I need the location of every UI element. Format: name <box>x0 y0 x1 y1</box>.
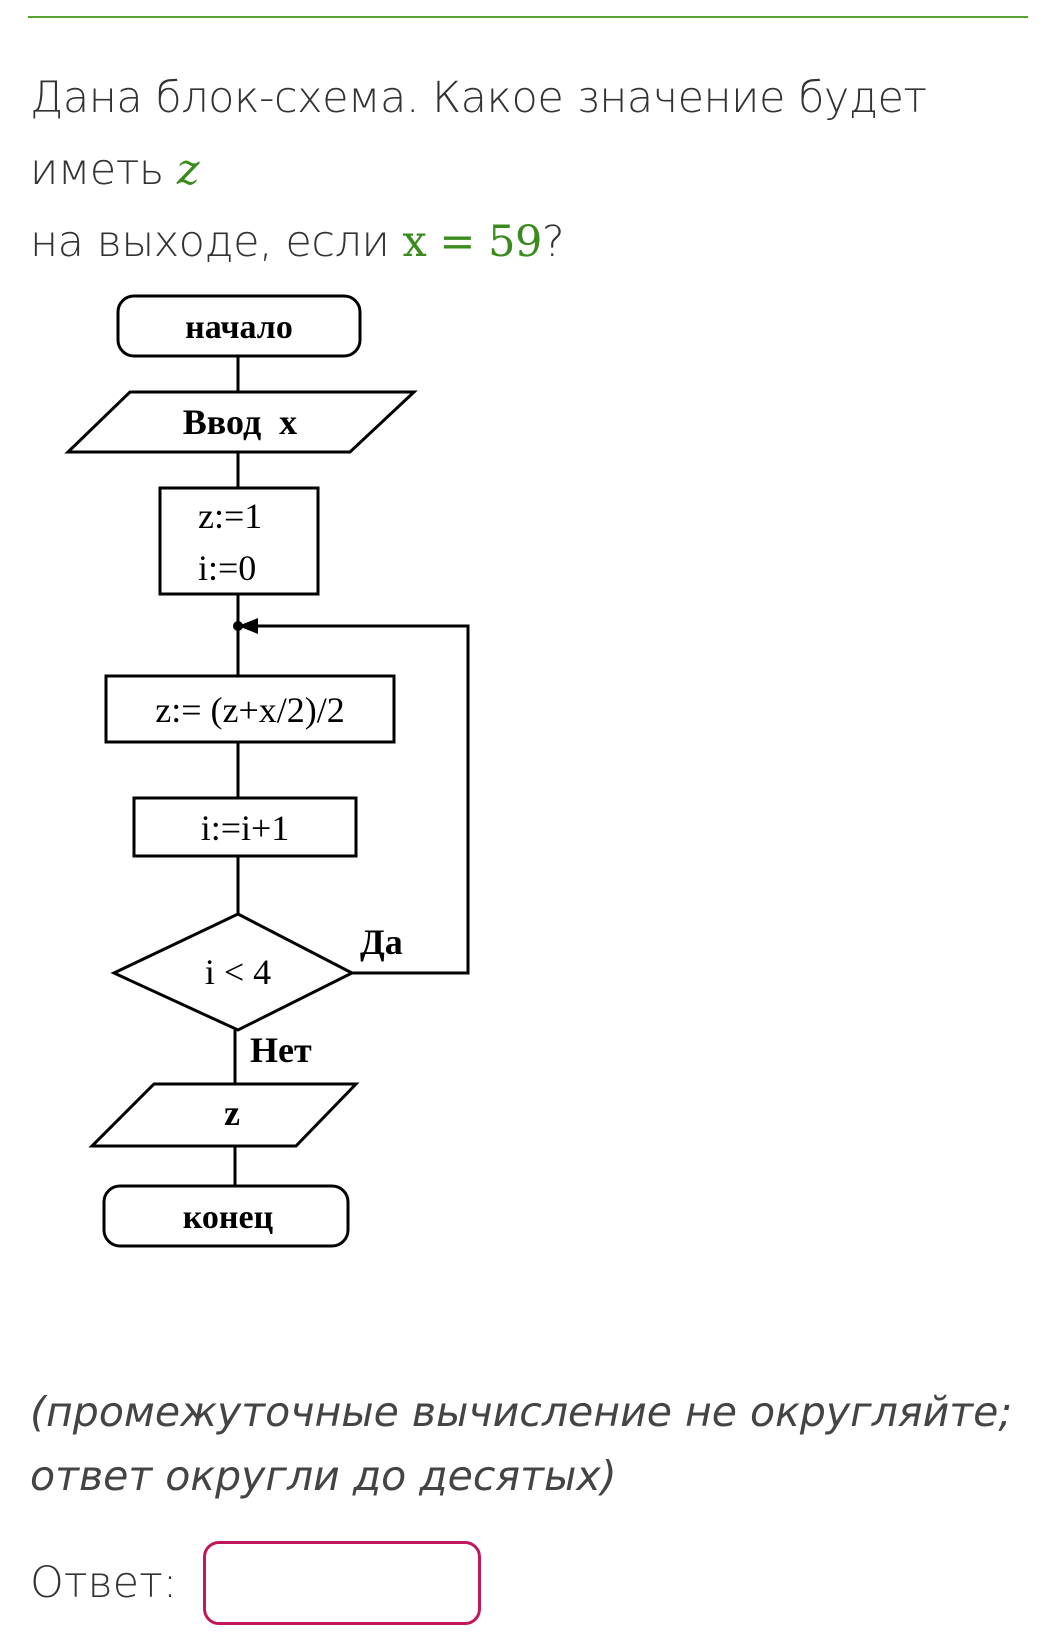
update-z-label: z:= (z+x/2)/2 <box>155 690 345 730</box>
answer-label: Ответ: <box>30 1558 178 1608</box>
question-part-1: Дана блок-схема. Какое значение будет им… <box>30 73 927 195</box>
end-terminal <box>102 1184 350 1248</box>
update-z-block <box>104 674 396 744</box>
end-label: конец <box>183 1199 274 1236</box>
rounding-note: (промежуточные вычисление не округляйте;… <box>30 1388 1013 1500</box>
no-label: Нет <box>250 1030 312 1070</box>
init-label-z: z:=1 <box>198 496 262 536</box>
math-x-equals: x = 59 <box>402 217 542 267</box>
question-text: Дана блок-схема. Какое значение будет им… <box>30 62 1020 278</box>
init-block <box>158 486 320 596</box>
increment-label: i:=i+1 <box>201 808 290 848</box>
answer-row: Ответ: <box>30 1538 482 1628</box>
condition-label: i < 4 <box>205 952 271 992</box>
input-block <box>64 390 418 454</box>
math-var-z: z <box>176 145 200 195</box>
output-block <box>88 1082 360 1148</box>
loop-arrow-head <box>238 618 258 634</box>
flowchart-diagram: начало Ввод x z:=1 i:=0 z:= (z+x/2)/2 i:… <box>64 294 470 1248</box>
loop-junction-dot <box>233 621 243 631</box>
condition-diamond <box>110 912 356 1032</box>
question-mark: ? <box>541 217 565 267</box>
increment-block <box>132 796 358 858</box>
output-label: z <box>224 1093 240 1133</box>
loop-back-line <box>252 624 470 975</box>
init-label-i: i:=0 <box>198 548 256 588</box>
answer-input[interactable] <box>203 1541 482 1625</box>
input-label: Ввод x <box>183 402 297 442</box>
yes-label: Да <box>360 922 403 962</box>
start-terminal <box>116 294 362 358</box>
top-divider <box>28 16 1028 18</box>
question-part-2: на выходе, если <box>30 217 403 267</box>
start-label: начало <box>185 309 293 346</box>
